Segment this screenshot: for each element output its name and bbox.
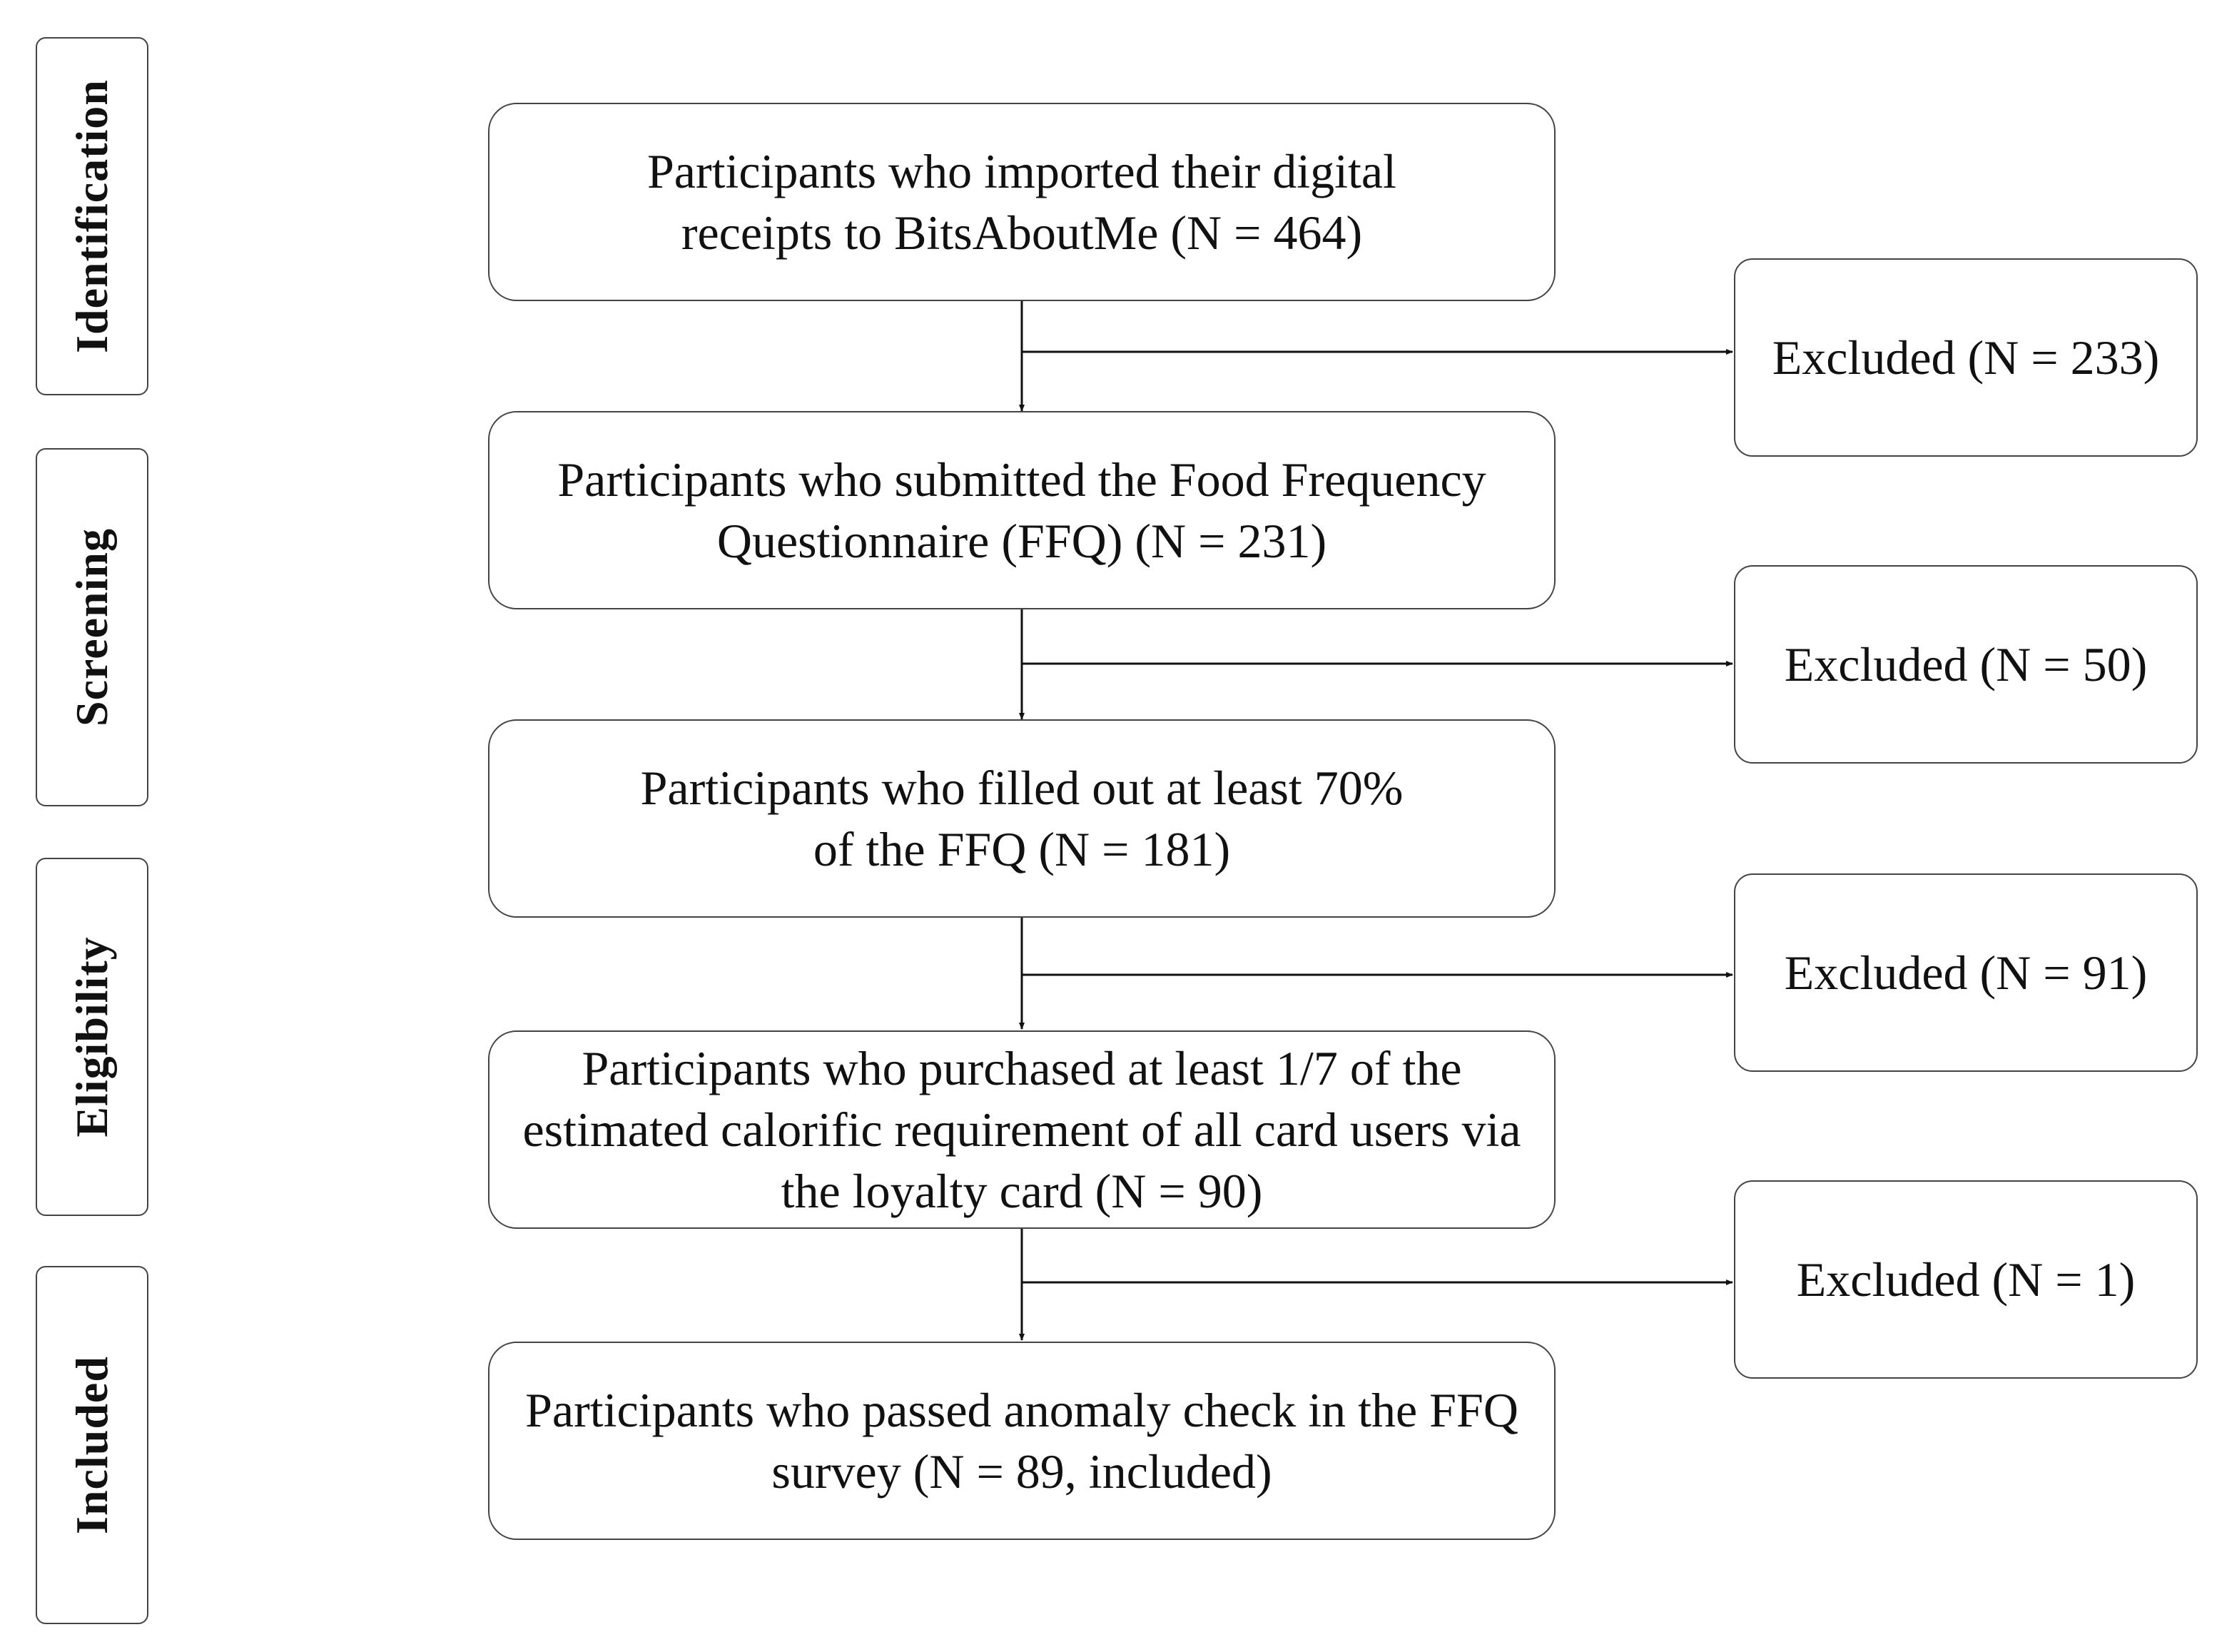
- flow-box-included: Participants who passed anomaly check in…: [488, 1342, 1556, 1540]
- excluded-box-1-text: Excluded (N = 233): [1772, 330, 2160, 385]
- stage-included: Included: [36, 1266, 148, 1624]
- excluded-box-2-text: Excluded (N = 50): [1784, 637, 2148, 691]
- flow-box-purchased-calorific-text: Participants who purchased at least 1/7 …: [522, 1041, 1521, 1218]
- excluded-box-3: Excluded (N = 91): [1734, 873, 2198, 1072]
- stage-identification: Identification: [36, 37, 148, 395]
- stage-screening: Screening: [36, 448, 148, 806]
- stage-eligibility: Eligibility: [36, 858, 148, 1216]
- excluded-box-4: Excluded (N = 1): [1734, 1180, 2198, 1379]
- excluded-box-2: Excluded (N = 50): [1734, 565, 2198, 764]
- flow-box-submitted-ffq: Participants who submitted the Food Freq…: [488, 411, 1556, 609]
- flow-box-purchased-calorific: Participants who purchased at least 1/7 …: [488, 1030, 1556, 1229]
- flow-box-filled-70pct-text: Participants who filled out at least 70%…: [640, 761, 1404, 876]
- excluded-box-1: Excluded (N = 233): [1734, 258, 2198, 457]
- excluded-box-3-text: Excluded (N = 91): [1784, 945, 2148, 1000]
- excluded-box-4-text: Excluded (N = 1): [1796, 1252, 2136, 1307]
- flow-box-filled-70pct: Participants who filled out at least 70%…: [488, 719, 1556, 918]
- flow-box-imported: Participants who imported their digital …: [488, 103, 1556, 301]
- flow-box-imported-text: Participants who imported their digital …: [646, 144, 1396, 260]
- flow-box-submitted-ffq-text: Participants who submitted the Food Freq…: [557, 452, 1486, 568]
- flow-box-included-text: Participants who passed anomaly check in…: [525, 1383, 1518, 1499]
